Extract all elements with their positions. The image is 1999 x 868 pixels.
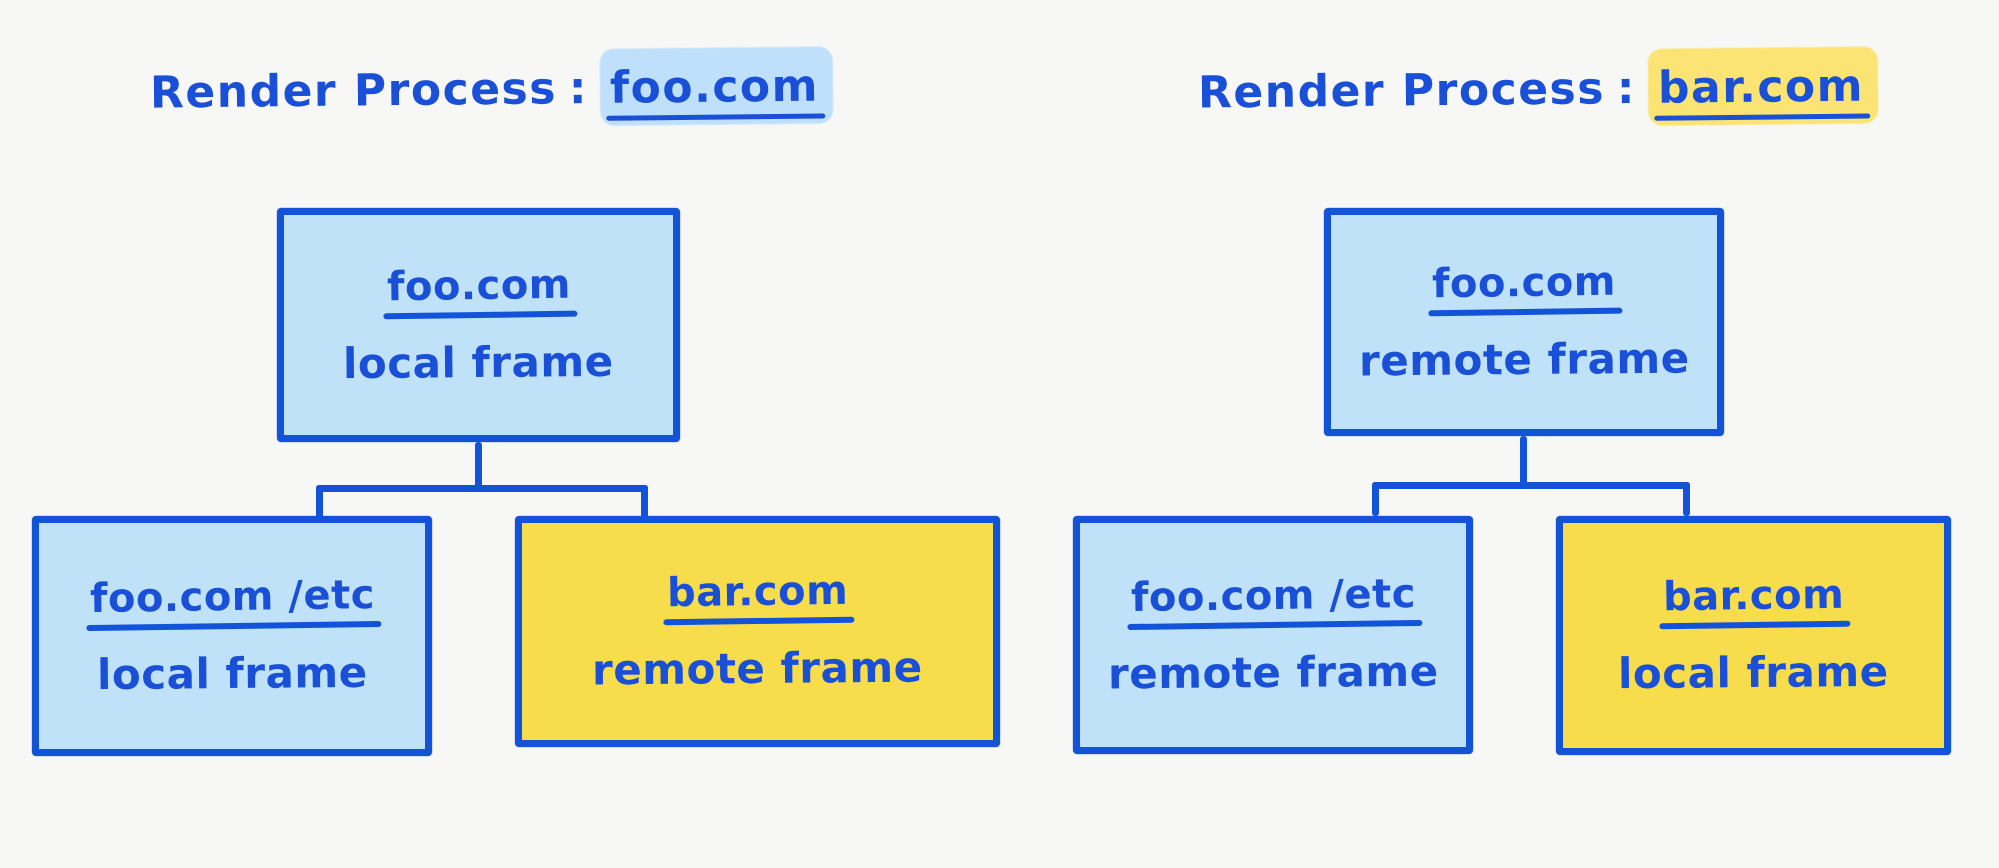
process-name-foo: foo.com <box>600 58 834 115</box>
connector-left-drop-left <box>316 485 323 519</box>
node-right-child-foo-etc: foo.com /etc remote frame <box>1073 516 1473 754</box>
connector-left-bar <box>316 485 648 492</box>
title-separator-foo: : <box>568 62 589 115</box>
node-left-parent: foo.com local frame <box>277 208 680 442</box>
node-right-child-bar-kind: local frame <box>1617 647 1890 699</box>
connector-right-bar <box>1372 482 1690 489</box>
node-left-child-foo-etc: foo.com /etc local frame <box>32 516 432 756</box>
node-left-parent-url: foo.com <box>386 261 571 311</box>
connector-left-drop-right <box>641 485 648 519</box>
node-right-parent-kind: remote frame <box>1358 333 1690 386</box>
process-name-bar: bar.com <box>1648 58 1879 115</box>
title-separator-bar: : <box>1616 62 1637 115</box>
node-left-child-foo-etc-kind: local frame <box>96 647 368 700</box>
node-right-parent-url: foo.com <box>1431 258 1617 308</box>
node-right-child-foo-etc-url: foo.com /etc <box>1130 570 1416 621</box>
node-right-child-bar-url: bar.com <box>1662 572 1845 621</box>
connector-right-drop-right <box>1683 482 1690 516</box>
node-left-parent-kind: local frame <box>342 336 615 389</box>
node-right-child-foo-etc-kind: remote frame <box>1107 646 1439 699</box>
node-left-child-bar-url: bar.com <box>666 568 849 617</box>
node-left-child-foo-etc-url: foo.com /etc <box>89 571 375 622</box>
connector-left-stem <box>475 442 482 489</box>
render-process-title-foo: Render Process : foo.com <box>150 58 834 120</box>
node-right-child-bar: bar.com local frame <box>1556 516 1951 755</box>
node-right-parent: foo.com remote frame <box>1324 208 1724 436</box>
render-process-label-foo: Render Process <box>149 63 558 119</box>
node-left-child-bar: bar.com remote frame <box>515 516 1000 747</box>
render-process-title-bar: Render Process : bar.com <box>1198 58 1879 120</box>
connector-right-stem <box>1520 436 1527 486</box>
node-left-child-bar-kind: remote frame <box>591 643 923 695</box>
connector-right-drop-left <box>1372 482 1379 516</box>
render-process-label-bar: Render Process <box>1197 63 1606 119</box>
